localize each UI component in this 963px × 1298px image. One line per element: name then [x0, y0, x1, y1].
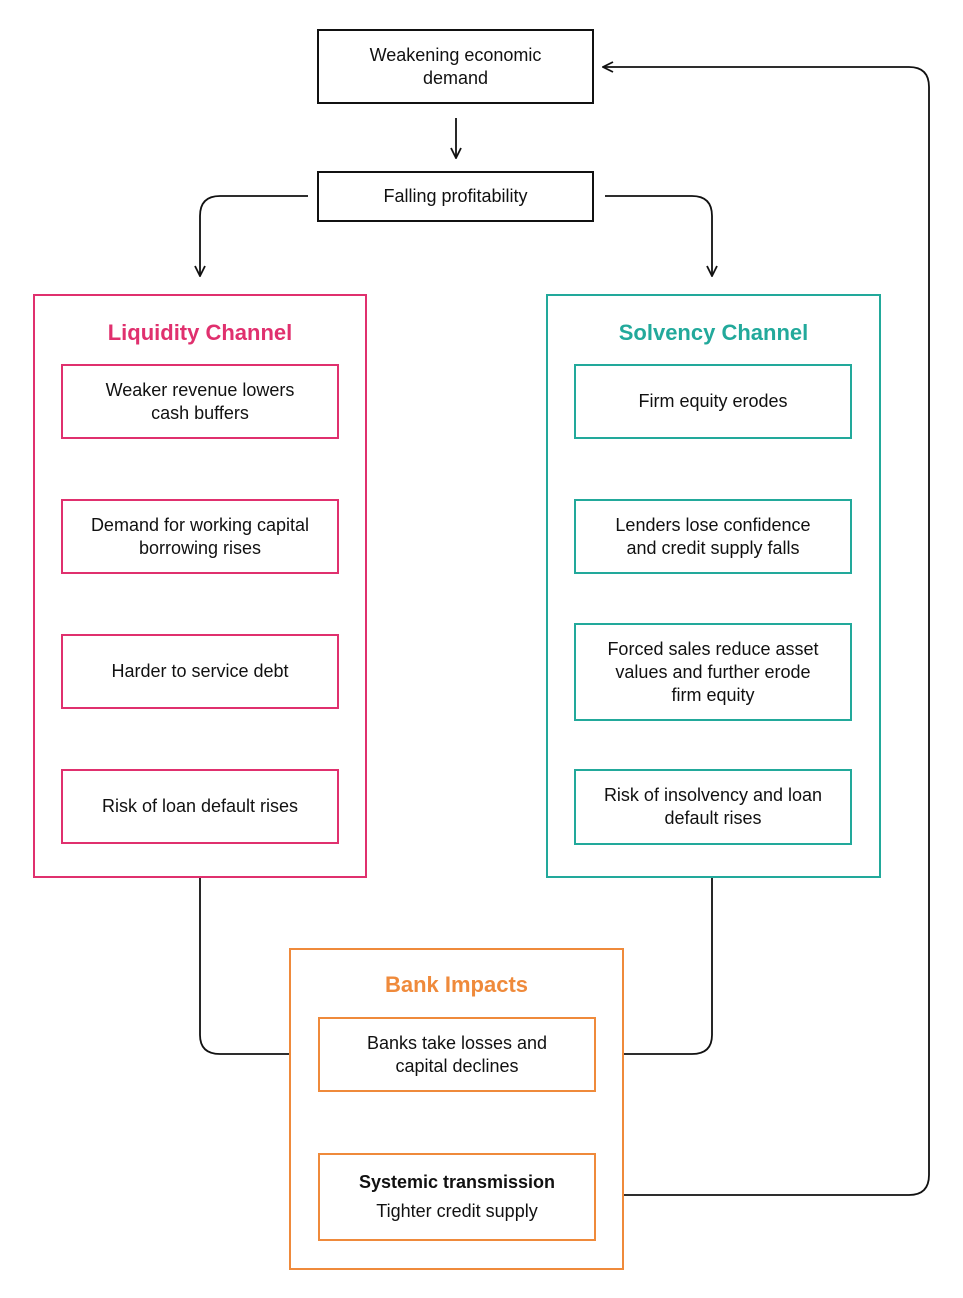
solvency-step-3-line-1: Forced sales reduce asset — [607, 638, 819, 659]
falling-profitability-box: Falling profitability — [317, 171, 594, 222]
systemic-transmission-subtitle: Tighter credit supply — [376, 1201, 538, 1221]
arrow-solvency-to-bank — [607, 857, 713, 1054]
solvency-step-4-line-1: Risk of insolvency and loan — [603, 785, 823, 805]
liquidity-step-4-line-1: Risk of loan default rises — [101, 796, 299, 816]
solvency-step-3: Forced sales reduce asset values and fur… — [574, 623, 852, 721]
bank-losses-box: Banks take losses and capital declines — [318, 1017, 596, 1092]
weakening-demand-line-2: demand — [422, 67, 489, 88]
falling-profitability-label: Falling profitability — [383, 186, 528, 206]
solvency-step-3-line-3: firm equity — [671, 684, 755, 705]
bank-losses-line-2: capital declines — [395, 1055, 519, 1076]
arrow-falling-to-liquidity — [200, 195, 308, 276]
arrow-falling-to-solvency — [605, 195, 712, 276]
liquidity-step-3: Harder to service debt — [61, 634, 339, 709]
liquidity-step-1: Weaker revenue lowers cash buffers — [61, 364, 339, 439]
liquidity-step-4: Risk of loan default rises — [61, 769, 339, 844]
liquidity-step-2: Demand for working capital borrowing ris… — [61, 499, 339, 574]
solvency-step-1-line-1: Firm equity erodes — [638, 391, 788, 411]
solvency-channel-title: Solvency Channel — [618, 320, 809, 345]
liquidity-step-1-line-1: Weaker revenue lowers — [105, 379, 295, 400]
weakening-demand-box: Weakening economic demand — [317, 29, 594, 104]
solvency-step-4-line-2: default rises — [664, 808, 762, 828]
systemic-transmission-title: Systemic transmission — [358, 1172, 556, 1192]
liquidity-step-2-line-2: borrowing rises — [138, 537, 262, 558]
solvency-step-2-line-2: and credit supply falls — [626, 537, 800, 558]
solvency-step-4: Risk of insolvency and loan default rise… — [574, 769, 852, 845]
liquidity-step-2-line-1: Demand for working capital — [90, 514, 310, 535]
liquidity-channel-title: Liquidity Channel — [107, 320, 293, 345]
solvency-step-3-line-2: values and further erode — [615, 661, 811, 682]
arrow-feedback-loop — [603, 67, 930, 1196]
arrow-liquidity-to-bank — [199, 857, 307, 1054]
bank-impacts-title: Bank Impacts — [384, 972, 529, 997]
liquidity-step-1-line-2: cash buffers — [151, 402, 249, 423]
solvency-step-1: Firm equity erodes — [574, 364, 852, 439]
solvency-step-2: Lenders lose confidence and credit suppl… — [574, 499, 852, 574]
solvency-step-2-line-1: Lenders lose confidence — [615, 514, 811, 535]
weakening-demand-line-1: Weakening economic — [369, 44, 542, 65]
bank-losses-line-1: Banks take losses and — [366, 1032, 548, 1053]
systemic-transmission-box: Systemic transmission Tighter credit sup… — [318, 1153, 596, 1241]
liquidity-step-3-line-1: Harder to service debt — [111, 661, 289, 681]
